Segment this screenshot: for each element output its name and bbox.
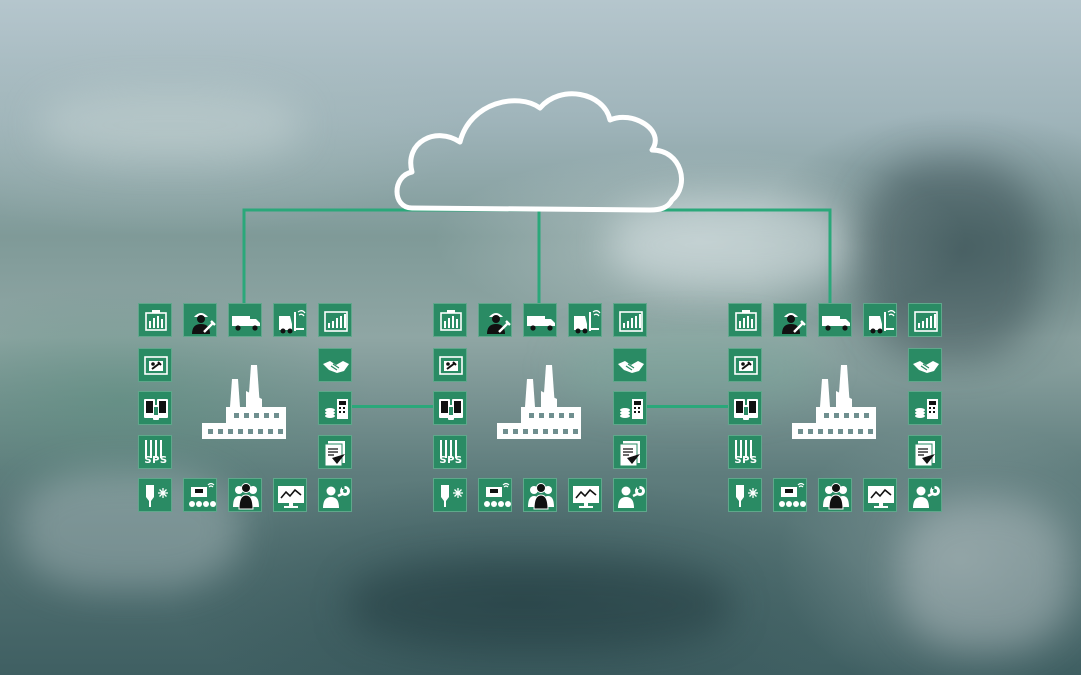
technician-icon — [613, 478, 647, 512]
signal-bars-icon — [613, 303, 647, 337]
robot-icon — [183, 478, 217, 512]
handshake-icon — [613, 348, 647, 382]
factory-icon — [202, 365, 286, 439]
coins-calculator-icon — [613, 391, 647, 425]
documents-icon — [908, 435, 942, 469]
worker-icon — [183, 303, 217, 337]
worker-icon — [478, 303, 512, 337]
sensor-icon — [138, 478, 172, 512]
mobile-devices-icon — [138, 391, 172, 425]
documents-icon — [613, 435, 647, 469]
module-link-2 — [647, 405, 728, 408]
tools-screen-icon — [728, 348, 762, 382]
coins-calculator-icon — [908, 391, 942, 425]
module-link-1 — [352, 405, 433, 408]
people-icon — [818, 478, 852, 512]
tools-screen-icon — [433, 348, 467, 382]
worker-icon — [773, 303, 807, 337]
sps-icon: SPS — [433, 435, 467, 469]
bar-chart-icon — [728, 303, 762, 337]
technician-icon — [908, 478, 942, 512]
sensor-icon — [433, 478, 467, 512]
robot-icon — [478, 478, 512, 512]
signal-bars-icon — [908, 303, 942, 337]
sps-label: SPS — [439, 455, 463, 466]
truck-icon — [523, 303, 557, 337]
handshake-icon — [318, 348, 352, 382]
documents-icon — [318, 435, 352, 469]
bar-chart-icon — [433, 303, 467, 337]
robot-icon — [773, 478, 807, 512]
forklift-icon — [863, 303, 897, 337]
bar-chart-icon — [138, 303, 172, 337]
coins-calculator-icon — [318, 391, 352, 425]
people-icon — [523, 478, 557, 512]
monitor-graph-icon — [863, 478, 897, 512]
sensor-icon — [728, 478, 762, 512]
forklift-icon — [568, 303, 602, 337]
monitor-graph-icon — [273, 478, 307, 512]
signal-bars-icon — [318, 303, 352, 337]
tools-screen-icon — [138, 348, 172, 382]
sps-icon: SPS — [138, 435, 172, 469]
factory-icon — [497, 365, 581, 439]
cloud-connector-lines — [242, 208, 832, 303]
sps-icon: SPS — [728, 435, 762, 469]
mobile-devices-icon — [728, 391, 762, 425]
sps-label: SPS — [144, 455, 168, 466]
truck-icon — [228, 303, 262, 337]
mobile-devices-icon — [433, 391, 467, 425]
truck-icon — [818, 303, 852, 337]
people-icon — [228, 478, 262, 512]
cloud-icon — [394, 91, 684, 213]
forklift-icon — [273, 303, 307, 337]
technician-icon — [318, 478, 352, 512]
handshake-icon — [908, 348, 942, 382]
factory-icon — [792, 365, 876, 439]
monitor-graph-icon — [568, 478, 602, 512]
sps-label: SPS — [734, 455, 758, 466]
